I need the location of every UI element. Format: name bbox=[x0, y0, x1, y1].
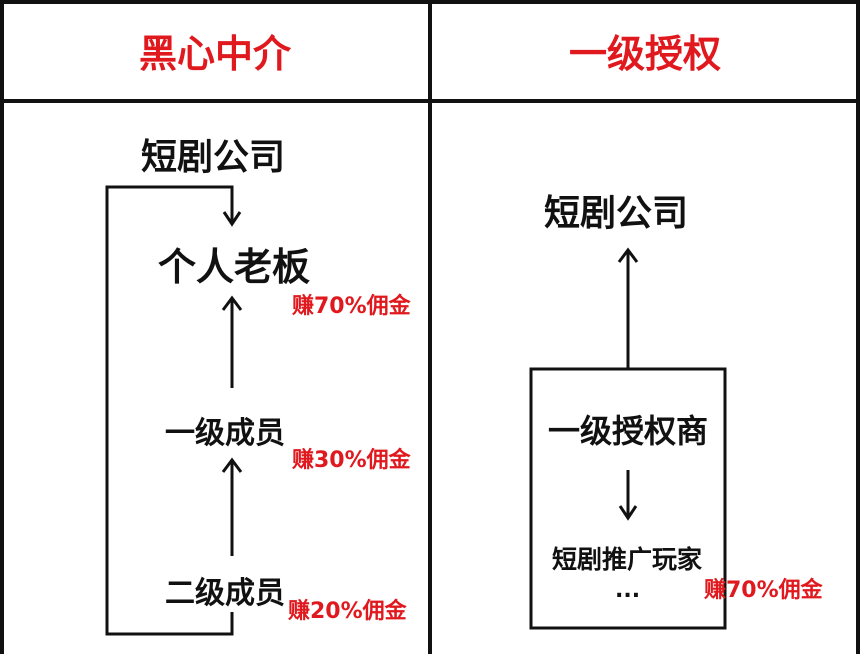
left-level1-commission: 赚30%佣金 bbox=[292, 448, 411, 473]
left-level1: 一级成员 bbox=[165, 416, 285, 451]
right-promoters: 短剧推广玩家 bbox=[552, 545, 703, 574]
arrow-level2-to-level1-head bbox=[221, 457, 243, 473]
right-company: 短剧公司 bbox=[544, 193, 689, 234]
header-left: 黑心中介 bbox=[138, 31, 291, 76]
arrow-level1-to-boss-head bbox=[221, 295, 243, 311]
loop-arrowhead bbox=[222, 211, 242, 227]
left-company: 短剧公司 bbox=[141, 137, 286, 178]
left-level2: 二级成员 bbox=[165, 576, 285, 611]
left-boss: 个人老板 bbox=[158, 245, 311, 289]
header-right: 一级授权 bbox=[568, 31, 721, 76]
loop-line bbox=[105, 185, 234, 636]
arrow-authorized-to-company-head bbox=[617, 247, 639, 263]
right-commission: 赚70%佣金 bbox=[704, 578, 823, 603]
left-level2-commission: 赚20%佣金 bbox=[288, 599, 407, 624]
left-boss-commission: 赚70%佣金 bbox=[292, 294, 411, 319]
arrow-authorized-to-promoters-head bbox=[618, 505, 638, 521]
right-authorized: 一级授权商 bbox=[548, 412, 709, 450]
right-ellipsis: ... bbox=[615, 578, 641, 603]
